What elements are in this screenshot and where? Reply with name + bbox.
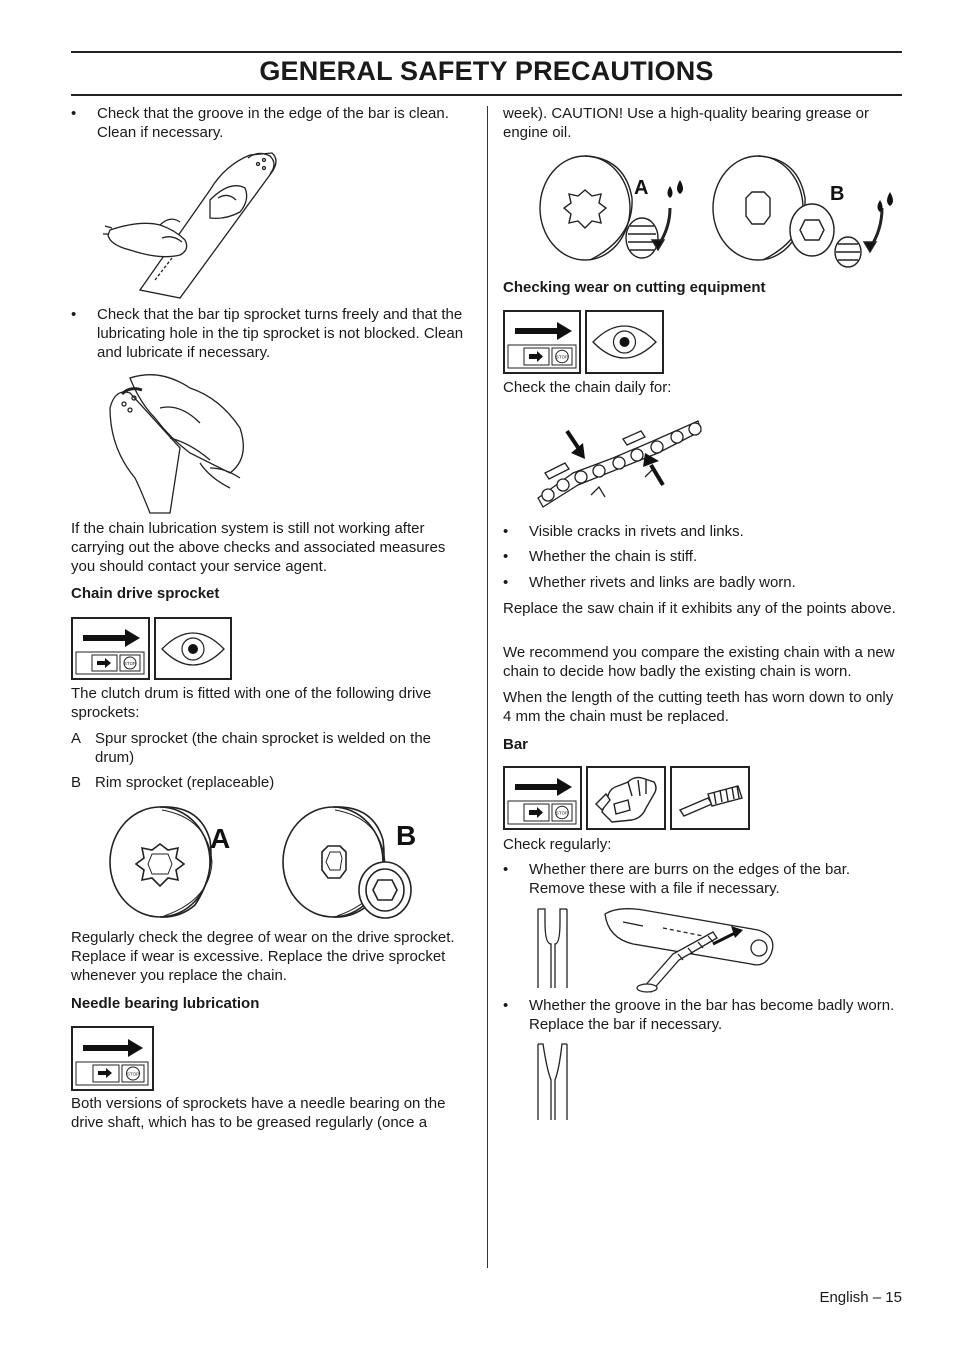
list-item: Rim sprocket (replaceable) [95, 774, 275, 791]
list-item: Spur sprocket (the chain sprocket is wel… [95, 730, 432, 766]
section-heading-checking-wear: Checking wear on cutting equipment [503, 279, 766, 296]
arrow-stop-icon: STOP [503, 766, 582, 830]
paragraph: If the chain lubrication system is still… [71, 520, 446, 575]
bar-groove-cleaning-illustration [100, 150, 290, 300]
label-a: A [634, 177, 648, 199]
page-title: GENERAL SAFETY PRECAUTIONS [259, 56, 714, 86]
paragraph: week). CAUTION! Use a high-quality beari… [503, 105, 869, 141]
section-heading-needle-bearing: Needle bearing lubrication [71, 995, 260, 1012]
label-b: B [396, 820, 416, 851]
svg-text:STOP: STOP [556, 811, 568, 816]
list-marker: A [71, 730, 82, 747]
arrow-stop-icon: STOP [71, 1026, 154, 1091]
brush-icon [670, 766, 750, 830]
section-heading-chain-drive-sprocket: Chain drive sprocket [71, 585, 220, 602]
paragraph: Both versions of sprockets have a needle… [71, 1095, 446, 1131]
list-marker: B [71, 774, 82, 791]
arrow-stop-icon: STOP [71, 617, 150, 680]
header-top-rule [71, 51, 902, 53]
worn-groove-illustration [533, 1040, 573, 1122]
column-divider [487, 106, 488, 1268]
needle-bearing-grease-illustration: A B [530, 148, 900, 268]
eye-icon [154, 617, 232, 680]
glove-icon [586, 766, 666, 830]
paragraph: Check the chain daily for: [503, 379, 672, 396]
label-a: A [210, 823, 230, 854]
svg-text:STOP: STOP [127, 1072, 139, 1077]
header-bottom-rule [71, 94, 902, 96]
paragraph: Replace the saw chain if it exhibits any… [503, 600, 896, 617]
paragraph: We recommend you compare the existing ch… [503, 644, 895, 680]
section-heading-bar: Bar [503, 736, 529, 753]
arrow-stop-icon: STOP [503, 310, 581, 374]
paragraph: Check regularly: [503, 836, 612, 853]
bar-burr-filing-illustration [533, 904, 783, 994]
bar-tip-sprocket-illustration [100, 368, 260, 518]
saw-chain-illustration [533, 403, 708, 513]
svg-text:STOP: STOP [556, 355, 568, 360]
page-footer: English – 15 [819, 1289, 902, 1306]
paragraph: When the length of the cutting teeth has… [503, 689, 894, 725]
paragraph: The clutch drum is fitted with one of th… [71, 685, 432, 721]
svg-text:STOP: STOP [124, 661, 136, 666]
label-b: B [830, 183, 844, 205]
eye-icon [585, 310, 664, 374]
sprocket-types-illustration: A B [100, 800, 430, 920]
paragraph: Regularly check the degree of wear on th… [71, 929, 455, 984]
